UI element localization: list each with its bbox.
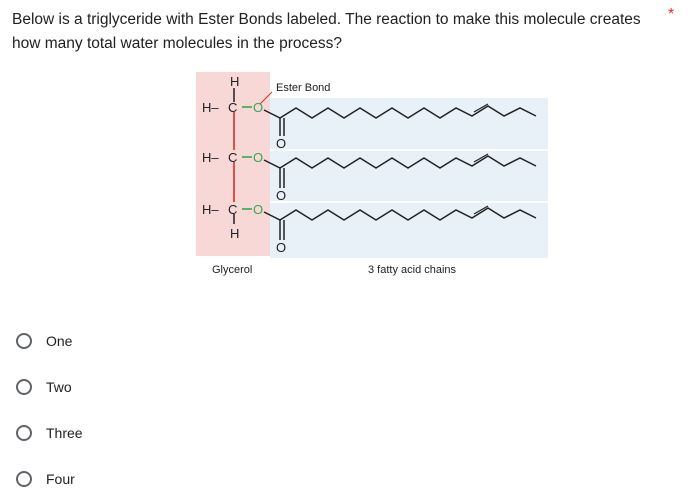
radio-button[interactable]	[16, 471, 32, 487]
option-two[interactable]: Two	[12, 372, 312, 402]
question-text: Below is a triglyceride with Ester Bonds…	[12, 11, 641, 52]
atom-c: C	[228, 202, 237, 217]
required-mark: *	[668, 6, 675, 23]
atom-c: C	[228, 100, 237, 115]
fatty-acid-label: 3 fatty acid chains	[368, 264, 457, 276]
triglyceride-diagram: H– C O H H– C O H– C O H O O	[196, 72, 548, 258]
svg-text:O: O	[276, 188, 286, 203]
atom-c: C	[228, 150, 237, 165]
option-four[interactable]: Four	[12, 464, 312, 494]
fatty-acid-chain-2: O	[263, 153, 537, 203]
option-label: One	[46, 333, 73, 349]
option-one[interactable]: One	[12, 326, 312, 356]
glycerol-label: Glycerol	[212, 264, 253, 276]
fatty-acid-chain-1: O	[263, 103, 537, 151]
ester-oxygen: O	[253, 100, 263, 115]
ester-bond-label: Ester Bond	[276, 82, 331, 94]
option-label: Three	[46, 425, 83, 441]
fatty-acid-background	[270, 98, 548, 258]
radio-button[interactable]	[16, 425, 32, 441]
atom-h: H–	[202, 150, 219, 165]
radio-button[interactable]	[16, 333, 32, 349]
atom-h-top: H	[230, 74, 239, 89]
ester-oxygen: O	[253, 202, 263, 217]
option-three[interactable]: Three	[12, 418, 312, 448]
atom-h: H–	[202, 100, 219, 115]
triglyceride-figure: H– C O H H– C O H– C O H O O	[192, 72, 552, 282]
svg-text:O: O	[276, 136, 286, 151]
fatty-acid-chain-3: O	[263, 205, 537, 255]
atom-h: H–	[202, 202, 219, 217]
radio-button[interactable]	[16, 379, 32, 395]
option-label: Two	[46, 379, 72, 395]
glycerol-background	[196, 72, 270, 256]
option-label: Four	[46, 471, 75, 487]
ester-bond-pointer	[259, 91, 273, 105]
atom-h-bottom: H	[230, 226, 239, 241]
ester-oxygen: O	[253, 150, 263, 165]
svg-text:O: O	[276, 240, 286, 255]
